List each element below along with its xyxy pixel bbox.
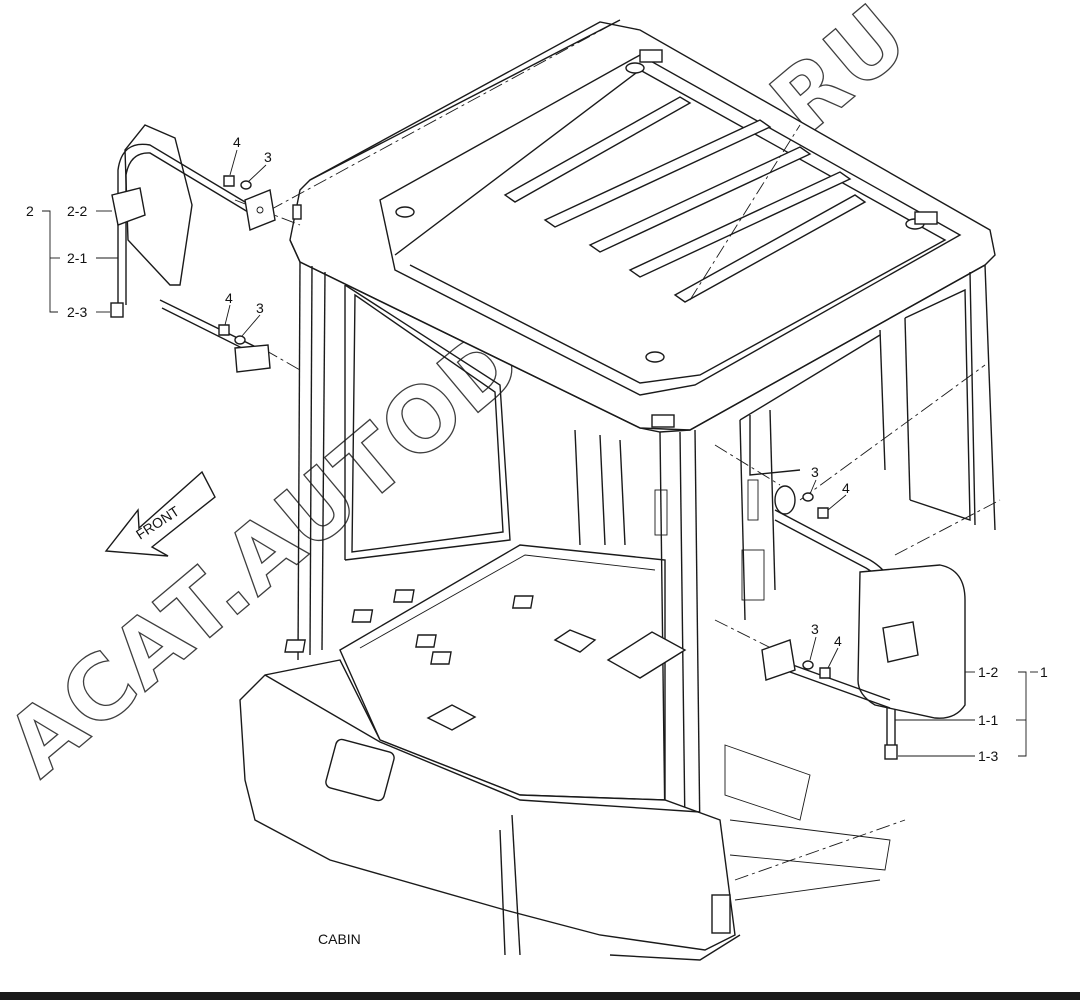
left-mirror-assembly xyxy=(110,124,302,373)
callout-right-mirror: 1-2 xyxy=(978,664,998,680)
washer-upper-left xyxy=(240,180,252,190)
callout-washer-lower-right: 3 xyxy=(811,621,819,637)
callout-left-rod: 2-1 xyxy=(67,250,87,266)
callout-left-mirror: 2-2 xyxy=(67,203,87,219)
washer-lower-right xyxy=(802,660,814,670)
cabin-floor xyxy=(284,544,906,901)
right-mirror-clamp xyxy=(882,621,919,663)
cabin-roof xyxy=(289,19,996,433)
callout-leaders xyxy=(42,149,1038,757)
callout-bolt-lower-left: 4 xyxy=(225,290,233,306)
washer-lower-left xyxy=(234,335,246,345)
bottom-border xyxy=(0,992,1080,1000)
left-upper-bracket xyxy=(244,189,276,231)
bolt-lower-right xyxy=(819,667,831,679)
callout-washer-lower-left: 3 xyxy=(256,300,264,316)
left-mirror-clamp xyxy=(111,187,146,226)
bolt-upper-right xyxy=(817,507,829,519)
right-rod-cap xyxy=(884,744,898,760)
right-lower-bracket xyxy=(761,639,796,681)
callout-left-assembly: 2 xyxy=(26,203,34,219)
callout-washer-upper-left: 3 xyxy=(264,149,272,165)
right-mirror-assembly xyxy=(761,485,966,760)
callout-right-assembly: 1 xyxy=(1040,664,1048,680)
callout-right-cap: 1-3 xyxy=(978,748,998,764)
left-lower-bracket xyxy=(234,344,271,373)
callout-bolt-lower-right: 4 xyxy=(834,633,842,649)
right-upper-bracket xyxy=(774,485,796,515)
callout-washer-upper-right: 3 xyxy=(811,464,819,480)
cabin-front-panel xyxy=(239,659,741,961)
callouts: 2 2-2 2-1 2-3 4 3 4 3 3 4 3 4 1-2 1 1-1 … xyxy=(26,134,1048,764)
callout-bolt-upper-right: 4 xyxy=(842,480,850,496)
washer-upper-right xyxy=(802,492,814,502)
left-rod-cap xyxy=(110,302,124,318)
cabin-frame xyxy=(297,261,996,841)
bolt-upper-left xyxy=(223,175,235,187)
callout-right-rod: 1-1 xyxy=(978,712,998,728)
left-mirror-glass xyxy=(124,124,193,286)
callout-left-cap: 2-3 xyxy=(67,304,87,320)
callout-bolt-upper-left: 4 xyxy=(233,134,241,150)
diagram-caption: CABIN xyxy=(318,931,361,947)
bolt-lower-left xyxy=(218,324,230,336)
